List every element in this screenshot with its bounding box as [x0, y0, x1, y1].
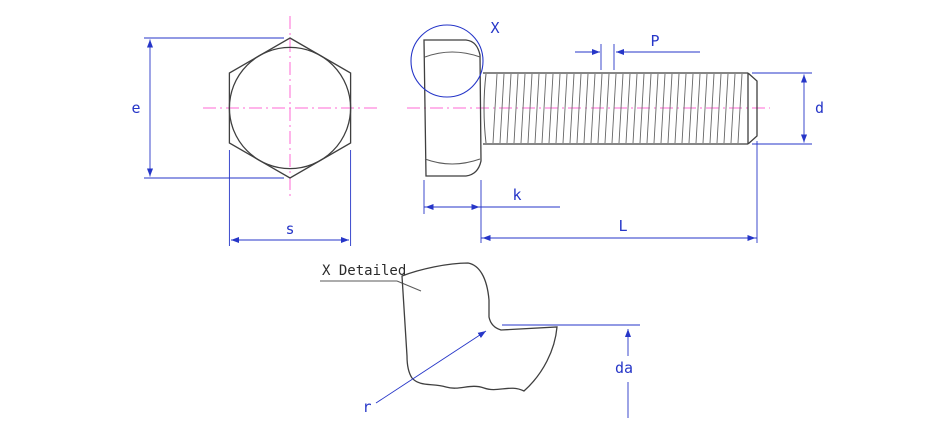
detail-outline [401, 262, 558, 392]
inscribed-circle [228, 46, 352, 170]
dim-da-label: da [615, 359, 633, 377]
detail-view-title: X Detailed [322, 263, 406, 279]
thread-lines [492, 73, 743, 144]
dim-d-label: d [815, 99, 824, 117]
thread-runout-curve [483, 73, 487, 144]
dim-r-label: r [362, 398, 371, 416]
head-chamfer-arc-bottom [424, 158, 481, 165]
head-chamfer-arc-top [424, 51, 481, 58]
side-view: X P d k L [407, 19, 824, 243]
dim-k-label: k [512, 186, 521, 204]
dim-r-leader [375, 330, 487, 404]
thread-end-chamfer [747, 72, 758, 145]
dim-l-label: L [618, 217, 627, 235]
front-view: e s [131, 16, 377, 246]
detail-callout-label: X [490, 19, 499, 37]
hex-head-outline [228, 37, 352, 179]
detail-callout-circle [410, 24, 484, 98]
bolt-head-outline [423, 39, 482, 177]
detail-title-leader [396, 280, 422, 292]
detail-view: X Detailed da r [320, 262, 640, 418]
dim-e-label: e [131, 99, 140, 117]
dim-s-label: s [285, 220, 294, 238]
dim-p-label: P [650, 32, 659, 50]
